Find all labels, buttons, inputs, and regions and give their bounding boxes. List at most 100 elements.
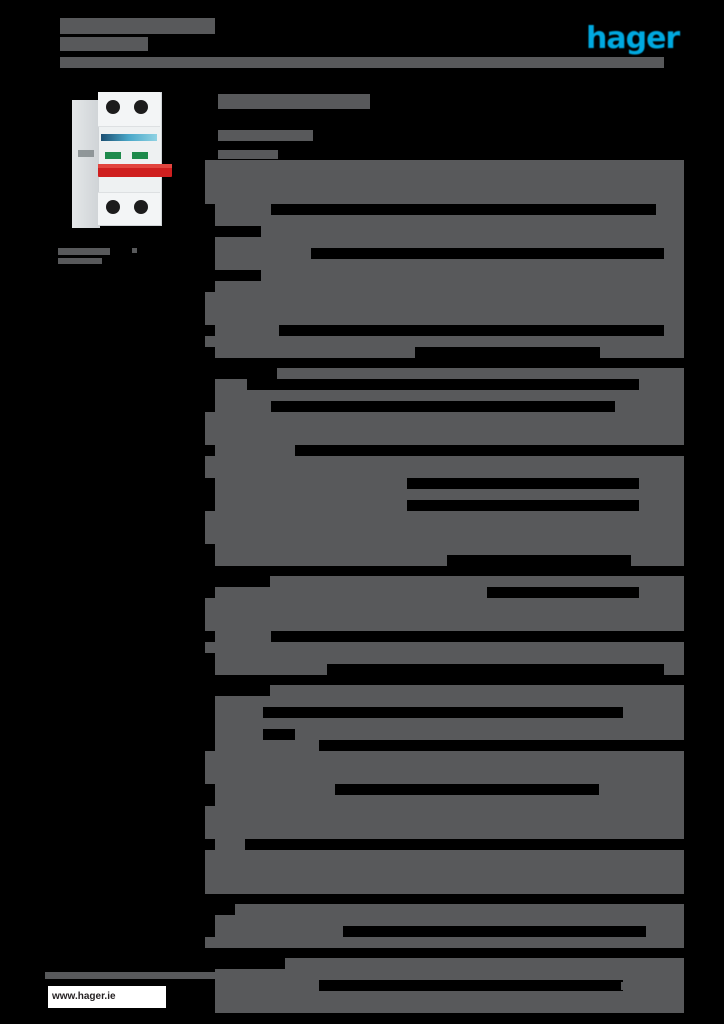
row-label-text <box>205 664 215 675</box>
row-label-text <box>205 325 215 336</box>
table-row <box>205 368 684 379</box>
row-value-text <box>319 740 684 751</box>
row-label-text <box>205 839 215 850</box>
row-label-text <box>205 587 215 598</box>
table-row <box>205 861 684 872</box>
table-row <box>205 467 684 478</box>
table-row <box>205 281 684 292</box>
table-row <box>205 401 684 412</box>
hager-logo: hager <box>586 24 680 54</box>
row-label-text <box>205 368 277 379</box>
row-label-text <box>205 347 215 358</box>
table-row <box>205 237 684 248</box>
row-value-text <box>407 478 639 489</box>
table-row <box>205 806 684 817</box>
document-subtitle-redacted <box>218 130 313 141</box>
section-separator <box>205 566 684 576</box>
header-title-redacted <box>60 18 215 54</box>
table-row <box>205 456 684 467</box>
footer-url-box[interactable] <box>48 986 166 1008</box>
breaker-side-marking <box>78 150 94 157</box>
table-row <box>205 303 684 314</box>
breaker-label-strip <box>101 134 157 141</box>
row-label-text <box>205 576 270 587</box>
row-value-text <box>271 631 684 642</box>
table-row <box>205 160 684 171</box>
table-row <box>205 915 684 926</box>
row-value-text <box>415 347 600 358</box>
row-label-text <box>205 740 215 751</box>
footer-url-link[interactable]: www.hager.ie <box>52 991 116 1002</box>
table-row <box>205 522 684 533</box>
table-row <box>205 729 684 740</box>
row-label-text <box>205 718 215 729</box>
row-label-text <box>205 204 215 215</box>
header-divider-rule <box>60 57 664 68</box>
row-label-text <box>205 631 215 642</box>
row-label-text <box>205 915 215 926</box>
table-row <box>205 1002 684 1013</box>
table-row <box>205 193 684 204</box>
table-row <box>205 751 684 762</box>
table-row <box>205 292 684 303</box>
row-label-text <box>205 1002 215 1013</box>
table-row <box>205 204 684 215</box>
table-row <box>205 631 684 642</box>
row-value-text <box>407 500 639 511</box>
row-value-text <box>335 784 599 795</box>
table-row <box>205 904 684 915</box>
footer-right-block-1 <box>621 982 679 990</box>
table-row <box>205 182 684 193</box>
section-separator <box>205 894 684 904</box>
row-label-text <box>205 784 215 795</box>
row-label-text <box>205 259 215 270</box>
row-label-text <box>205 478 215 489</box>
row-label-text <box>205 401 215 412</box>
product-caption-line-1 <box>58 248 110 255</box>
breaker-indicator-right <box>132 152 148 159</box>
hager-logo-text: hager <box>586 21 680 56</box>
table-row <box>205 828 684 839</box>
row-label-text <box>205 281 215 292</box>
table-row <box>205 958 684 969</box>
row-label-text <box>205 958 285 969</box>
row-value-text <box>279 325 664 336</box>
row-value-text <box>271 401 615 412</box>
row-value-text <box>447 555 631 566</box>
table-row <box>205 937 684 948</box>
table-row <box>205 817 684 828</box>
table-row <box>205 762 684 773</box>
table-row <box>205 718 684 729</box>
table-row <box>205 511 684 522</box>
table-row <box>205 850 684 861</box>
row-label-text <box>205 248 215 259</box>
row-label-text <box>205 729 215 740</box>
document-title-redacted <box>218 94 370 109</box>
table-row <box>205 226 684 237</box>
table-row <box>205 379 684 390</box>
table-row <box>205 696 684 707</box>
table-row <box>205 259 684 270</box>
row-label-text <box>205 685 270 696</box>
table-row <box>205 839 684 850</box>
table-row <box>205 544 684 555</box>
table-section <box>205 576 684 675</box>
table-row <box>205 500 684 511</box>
table-row <box>205 533 684 544</box>
row-label-text <box>205 500 215 511</box>
row-value-text <box>327 664 664 675</box>
row-label-text <box>205 653 215 664</box>
table-row <box>205 883 684 894</box>
footer-page-number-block <box>639 990 679 1006</box>
table-row <box>205 926 684 937</box>
table-row <box>205 598 684 609</box>
table-row <box>205 872 684 883</box>
section-separator <box>205 948 684 958</box>
row-label-text <box>205 270 261 281</box>
row-value-text <box>487 587 639 598</box>
table-row <box>205 478 684 489</box>
breaker-indicator-left <box>105 152 121 159</box>
product-caption-line-2 <box>58 258 102 264</box>
row-label-text <box>205 707 215 718</box>
table-row <box>205 434 684 445</box>
